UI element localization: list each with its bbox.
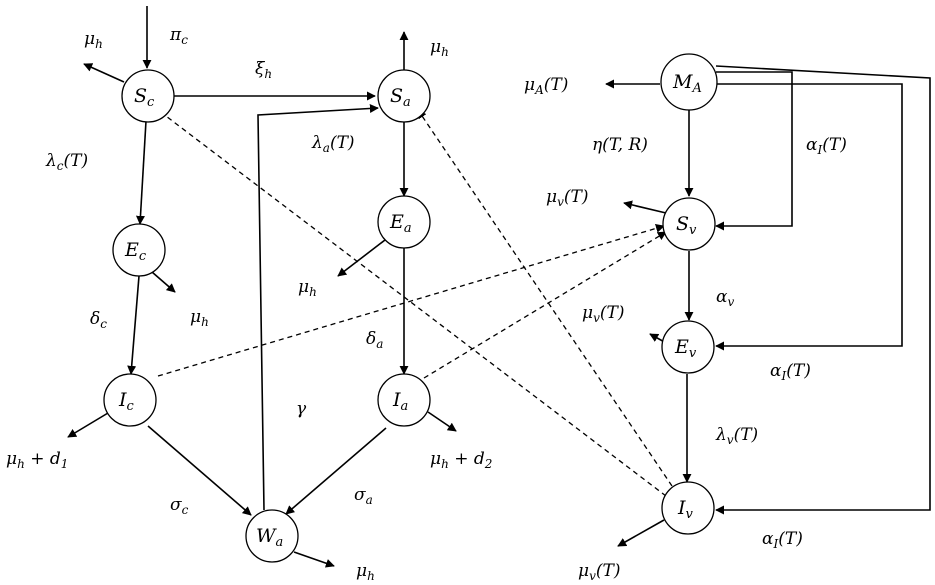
arrow-ic-mortality (67, 412, 109, 438)
node-sa-main: S (390, 85, 403, 107)
rate-mu-h-ec: μh (190, 307, 209, 329)
node-ia-main: I (392, 389, 401, 411)
node-ma-main: M (672, 71, 693, 93)
arrow-ma-alpha-to-iv (715, 65, 931, 515)
svg-text:Ea: Ea (389, 211, 412, 236)
node-ic-main: I (118, 389, 127, 411)
svg-text:Ev: Ev (674, 336, 697, 361)
rate-sigma-a: σa (354, 485, 373, 507)
rate-delta-c: δc (90, 309, 107, 331)
node-ma: MA (660, 53, 718, 111)
node-ec-main: E (124, 239, 139, 261)
node-sa-sub: a (403, 95, 411, 110)
node-ev-sub: v (689, 346, 697, 361)
arrow-ia-to-wa (285, 427, 387, 515)
svg-text:Sa: Sa (390, 85, 411, 110)
arrow-ec-mortality (151, 271, 176, 293)
rate-gamma: γ (296, 399, 307, 419)
rate-mu-h-wa: μh (356, 561, 375, 583)
rate-sigma-c: σc (170, 495, 189, 517)
node-sa: Sa (377, 69, 431, 123)
rate-pi-c: πc (169, 25, 188, 47)
arrow-ec-to-ic (127, 275, 140, 375)
node-iv-main: I (677, 497, 686, 519)
rate-alpha-v: αv (716, 287, 734, 309)
node-ea-sub: a (404, 221, 412, 236)
node-wa: Wa (245, 509, 299, 563)
node-ea: Ea (377, 195, 431, 249)
dashed-iv-to-sa (417, 109, 673, 487)
rate-lambda-a: λa(T) (311, 133, 355, 155)
arrow-ia-mortality (427, 411, 457, 432)
svg-text:Ec: Ec (124, 239, 147, 264)
node-sc: Sc (121, 69, 175, 123)
node-ic: Ic (103, 373, 157, 427)
node-sv-sub: v (689, 223, 697, 238)
node-wa-sub: a (276, 535, 284, 550)
rate-mu-h-ea: μh (298, 277, 317, 299)
rate-mu-a: μA(T) (524, 75, 568, 97)
rate-mu-h-sc: μh (84, 29, 103, 51)
rate-alpha-i-1: αI(T) (806, 135, 847, 157)
svg-text:Iv: Iv (677, 497, 694, 522)
arrow-ea-mortality (337, 239, 386, 277)
node-ia: Ia (377, 373, 431, 427)
node-iv: Iv (661, 481, 715, 535)
rate-alpha-i-2: αI(T) (770, 361, 811, 383)
arrow-sc-mortality (83, 63, 125, 83)
node-ec-sub: c (139, 249, 147, 264)
rate-mu-h-d1: μh + d1 (6, 449, 68, 471)
arrow-ma-alpha-to-ev (715, 83, 903, 351)
svg-text:Ic: Ic (118, 389, 135, 414)
node-ev-main: E (674, 336, 689, 358)
arrow-wa-to-sa (257, 103, 379, 511)
rate-lambda-c: λc(T) (45, 151, 88, 173)
node-iv-sub: v (686, 507, 694, 522)
arrow-ma-alpha-to-sv (715, 71, 793, 231)
rate-alpha-i-3: αI(T) (762, 529, 803, 551)
node-sc-sub: c (147, 95, 155, 110)
svg-text:Sv: Sv (676, 213, 697, 238)
node-ev: Ev (661, 320, 715, 374)
node-ea-main: E (389, 211, 404, 233)
dashed-ic-to-sv (157, 223, 665, 377)
arrow-wa-mortality (293, 551, 335, 568)
rate-mu-h-d2: μh + d2 (430, 449, 492, 471)
dashed-ia-to-sv (423, 231, 667, 379)
rate-mu-v-sv: μv(T) (546, 187, 588, 209)
arrow-sv-mortality (623, 200, 667, 214)
rate-mu-v-ev: μv(T) (582, 303, 624, 325)
arrow-sc-to-ec (135, 120, 147, 225)
arrow-iv-mortality (617, 519, 665, 547)
node-sv-main: S (676, 213, 689, 235)
arrow-ic-to-wa (147, 425, 252, 516)
node-sc-main: S (134, 85, 147, 107)
svg-text:Sc: Sc (134, 85, 155, 110)
rate-lambda-v: λv(T) (715, 425, 758, 447)
rate-mu-h-sa: μh (430, 37, 449, 59)
rate-eta: η(T, R) (592, 135, 648, 155)
rate-mu-v-iv: μv(T) (578, 561, 620, 583)
node-ia-sub: a (401, 399, 409, 414)
node-wa-main: W (256, 525, 277, 547)
svg-text:Ia: Ia (392, 389, 408, 414)
rate-delta-a: δa (366, 329, 383, 351)
node-ec: Ec (112, 223, 166, 277)
node-ma-sub: A (691, 81, 701, 96)
svg-text:Wa: Wa (256, 525, 283, 550)
svg-text:MA: MA (672, 71, 702, 96)
dashed-iv-to-sc (157, 109, 667, 497)
rate-xi-h: ξh (255, 59, 272, 81)
node-sv: Sv (662, 197, 716, 251)
node-ic-sub: c (127, 399, 135, 414)
